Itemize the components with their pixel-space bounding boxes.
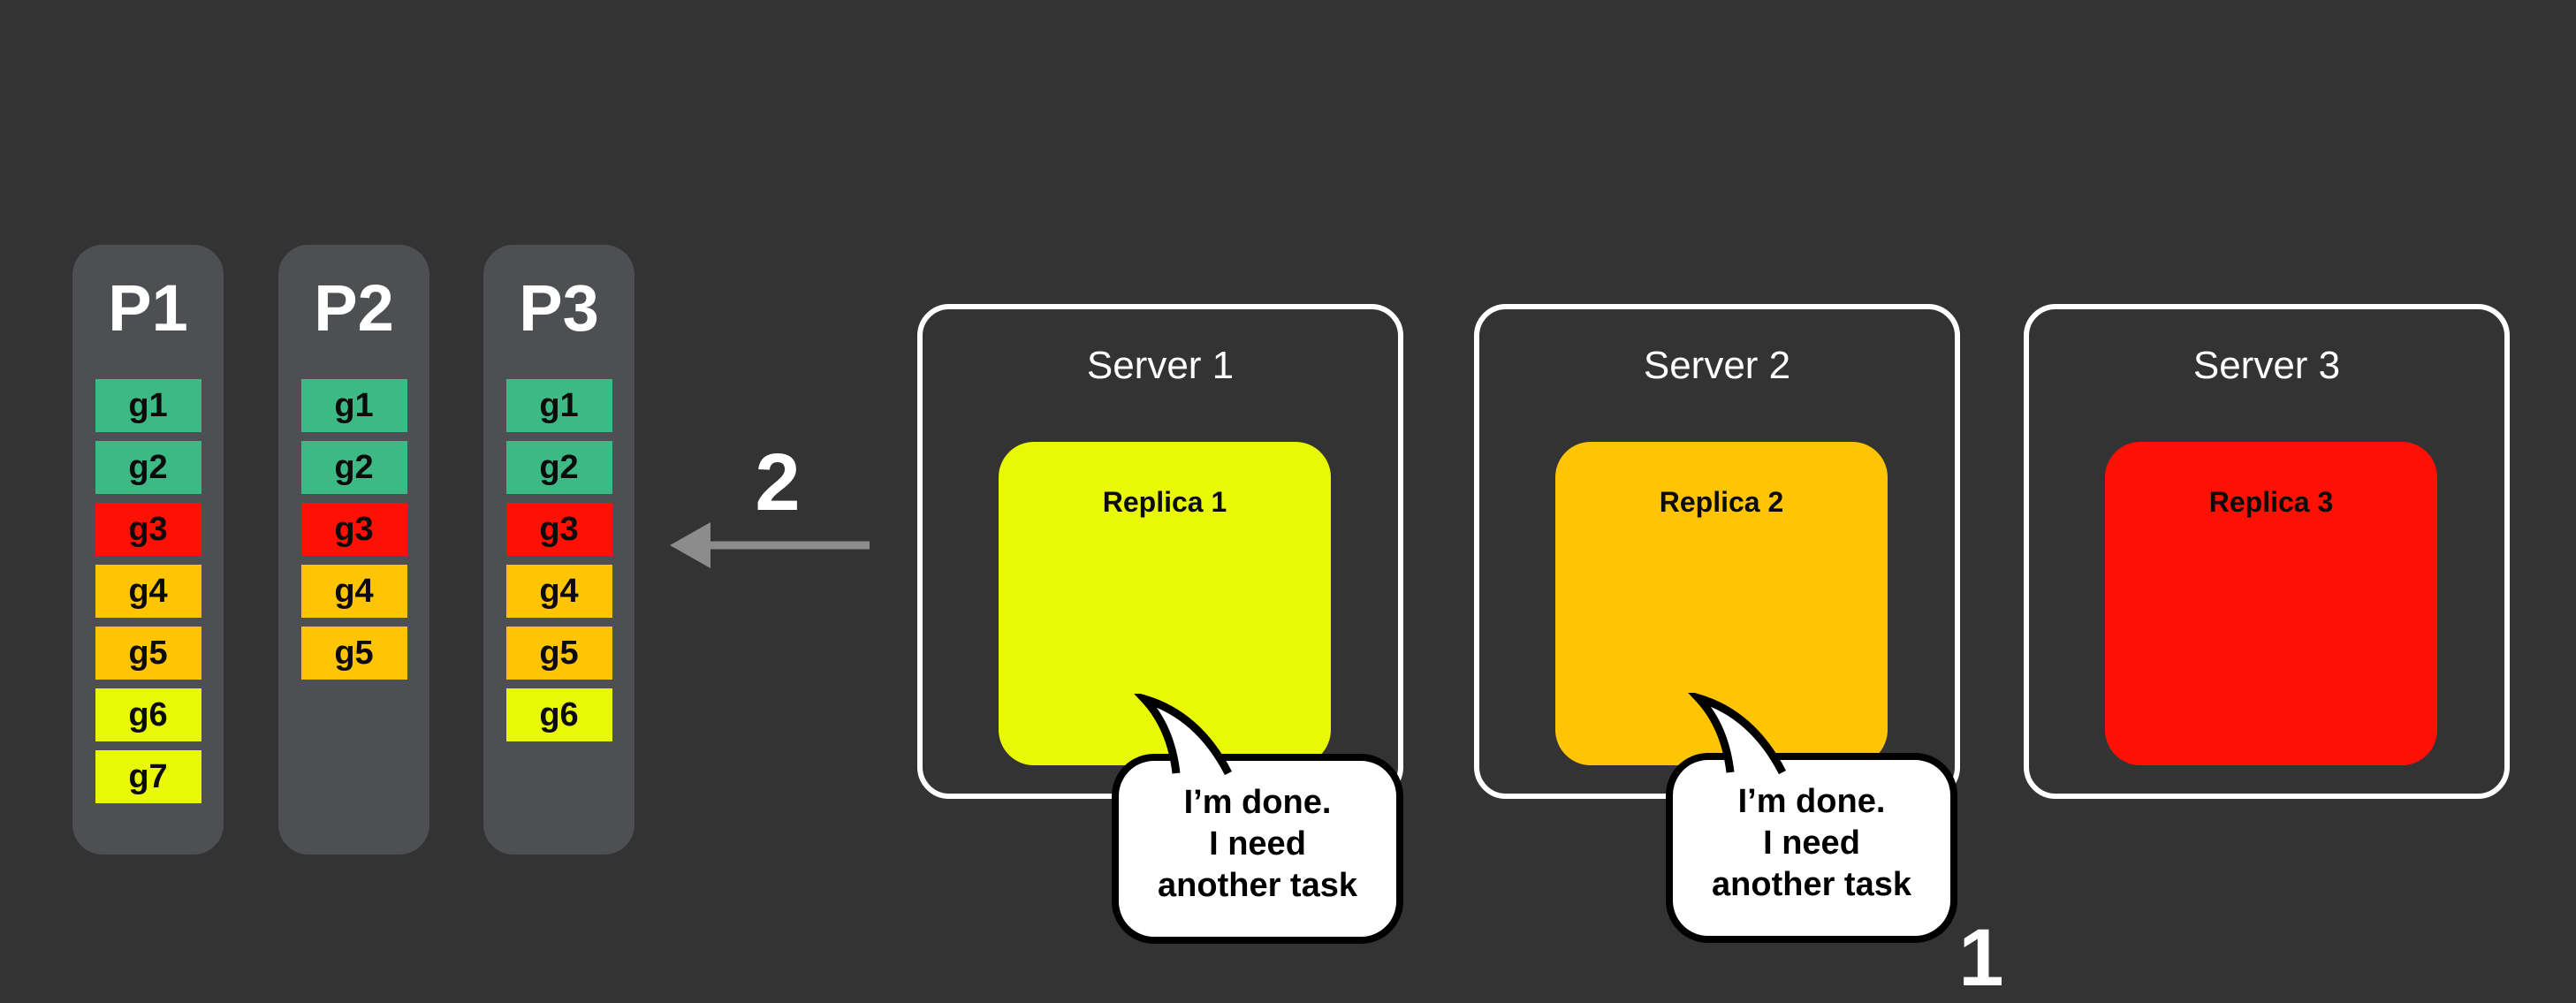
bubble-text-line: I need [1209, 825, 1306, 862]
bubble-text-line: I’m done. [1183, 784, 1332, 821]
partition-p3-tasks: g1 g2 g3 g4 g5 g6 [483, 379, 635, 750]
task-cell: g3 [95, 503, 201, 556]
speech-bubble-tail [1134, 694, 1232, 775]
server-title: Server 2 [1643, 344, 1791, 387]
task-cell: g5 [300, 627, 407, 680]
task-cell: g2 [505, 441, 612, 494]
task-cell: g1 [505, 379, 612, 432]
partition-p1-tasks: g1 g2 g3 g4 g5 g6 g7 [72, 379, 224, 812]
task-cell: g5 [95, 627, 201, 680]
replica-label: Replica 1 [1102, 486, 1227, 518]
server-title: Server 1 [1086, 344, 1235, 387]
bubble-text-line: I need [1763, 824, 1860, 862]
replica-3: Replica 3 [2105, 442, 2437, 765]
bubble-text-line: I’m done. [1737, 783, 1886, 820]
task-cell: g2 [95, 441, 201, 494]
task-cell: g2 [300, 441, 407, 494]
speech-bubble-replica-2: I’m done. I need another task [1666, 693, 1957, 943]
partition-title: P1 [108, 271, 188, 345]
server-title: Server 3 [2192, 344, 2341, 387]
partition-title: P3 [519, 271, 599, 345]
task-cell: g1 [95, 379, 201, 432]
speech-bubble-replica-1: I’m done. I need another task [1112, 694, 1403, 944]
server-3: Server 3 Replica 3 [2024, 304, 2510, 799]
partition-p2: P2 g1 g2 g3 g4 g5 [278, 245, 429, 855]
task-cell: g3 [505, 503, 612, 556]
task-cell: g4 [300, 565, 407, 618]
partition-p3: P3 g1 g2 g3 g4 g5 g6 [483, 245, 635, 855]
partition-p1: P1 g1 g2 g3 g4 g5 g6 g7 [72, 245, 224, 855]
step-2-label: 2 [755, 437, 801, 528]
left-arrow-icon [670, 522, 870, 568]
replica-label: Replica 3 [2208, 486, 2334, 518]
task-cell: g3 [300, 503, 407, 556]
speech-bubble-tail [1688, 693, 1786, 774]
task-cell: g4 [95, 565, 201, 618]
task-cell: g4 [505, 565, 612, 618]
task-cell: g6 [95, 688, 201, 741]
partition-title: P2 [314, 271, 394, 345]
task-cell: g1 [300, 379, 407, 432]
replica-label: Replica 2 [1659, 486, 1784, 518]
task-cell: g5 [505, 627, 612, 680]
bubble-text-line: another task [1712, 866, 1911, 903]
task-cell: g7 [95, 750, 201, 803]
task-cell: g6 [505, 688, 612, 741]
bubble-text-line: another task [1158, 867, 1357, 904]
step-1-label: 1 [1958, 913, 2004, 1003]
partition-p2-tasks: g1 g2 g3 g4 g5 [278, 379, 429, 688]
